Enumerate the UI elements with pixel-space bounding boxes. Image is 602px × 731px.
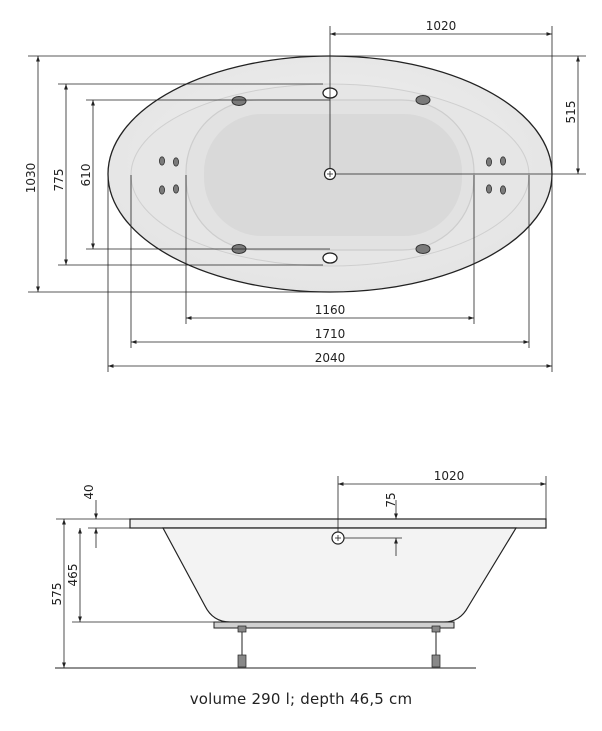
dim-rim-length: 1710 [130,175,530,348]
caption: volume 290 l; depth 46,5 cm [189,690,413,708]
dim-label: 1020 [426,19,457,33]
dim-label: 1030 [24,163,38,194]
jet-icon [499,156,506,166]
dim-label: 75 [384,492,398,507]
jet-icon [172,157,179,167]
top-view: 1020 515 1030 775 610 [24,19,586,372]
jet-icon [158,185,165,195]
jet-icon [172,184,179,194]
dim-rim-width: 775 [52,83,323,266]
dim-half-width: 515 [330,55,586,175]
dim-overall-length: 2040 [107,175,553,372]
jet-icon [485,184,492,194]
tub-base [213,621,455,629]
jet-icon [415,95,431,105]
drain-icon [323,167,337,181]
side-view: 40 575 465 1020 75 [50,469,547,669]
drain-icon [331,531,402,545]
support-legs [237,625,441,668]
overflow-outlet-icon [322,252,338,264]
dim-label: 575 [50,583,64,606]
dim-label: 40 [82,484,96,499]
dim-label: 775 [52,169,66,192]
dim-rim-thickness: 40 [82,484,130,548]
dim-label: 465 [66,564,80,587]
dim-overall-width: 1030 [24,55,330,293]
dim-label: 1020 [434,469,465,483]
jet-icon [485,157,492,167]
jet-icon [231,96,247,106]
jet-icon [158,156,165,166]
dim-label: 2040 [315,351,346,365]
dim-half-length: 1020 [329,19,553,174]
dim-label: 610 [79,164,93,187]
dim-inner-depth: 465 [66,528,214,623]
dim-basin-length: 1160 [185,175,475,324]
dim-half-length-side: 1020 [337,469,547,532]
dim-label: 515 [564,101,578,124]
dim-drain-offset: 75 [384,492,398,556]
dim-total-height: 575 [50,518,88,668]
jet-icon [499,185,506,195]
dim-label: 1160 [315,303,346,317]
dim-label: 1710 [315,327,346,341]
jet-icon [415,244,431,254]
dim-basin-width: 610 [79,99,330,250]
